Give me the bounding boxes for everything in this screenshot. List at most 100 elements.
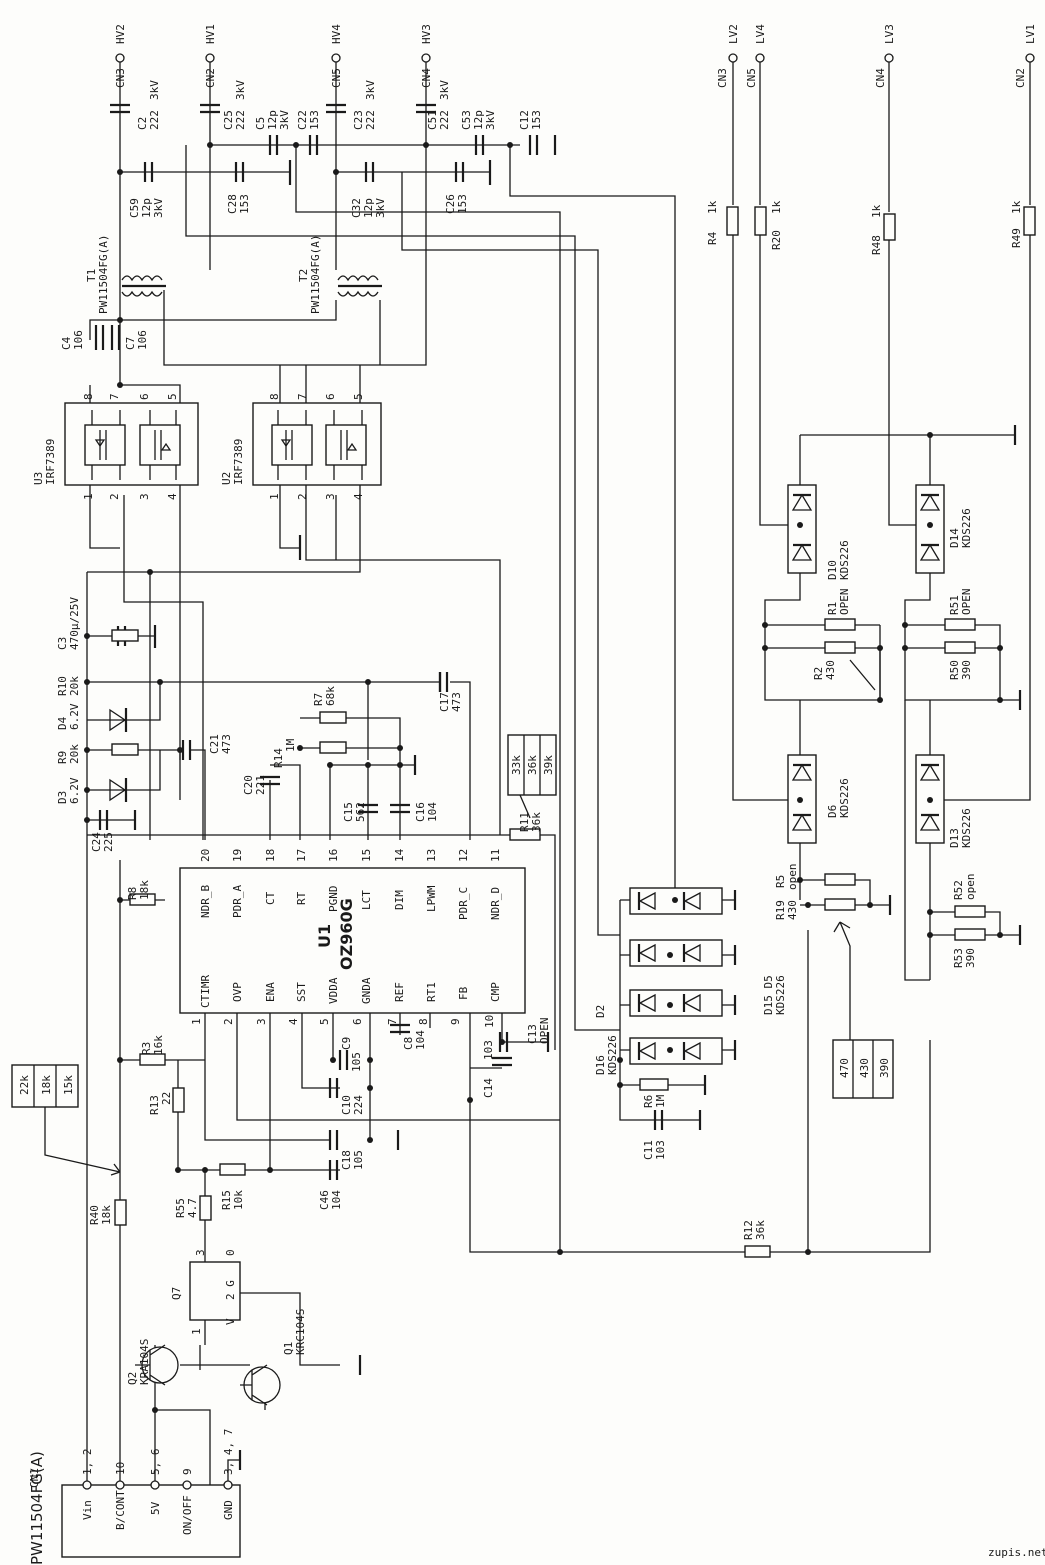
- cap-rating: 3kV: [364, 80, 377, 100]
- part-ref: D4: [56, 716, 69, 730]
- option-value: 33k: [510, 755, 523, 775]
- cap-value: 106: [136, 330, 149, 350]
- part-value: 10k: [232, 1190, 245, 1210]
- ic-pin-number: 11: [489, 849, 502, 862]
- cn1-pin-name: Vin: [81, 1500, 94, 1520]
- ic-pin-number: 16: [327, 849, 340, 862]
- part-ref: R10: [56, 676, 69, 696]
- cn1-pin-number: 10: [114, 1462, 127, 1475]
- cn1-pin-number: 1, 2: [81, 1449, 94, 1476]
- part-ref: C14: [482, 1078, 495, 1098]
- resistor-value: OPEN: [960, 589, 973, 616]
- connector-cn1-body: [61, 1484, 241, 1558]
- diode-ref: D13: [948, 828, 961, 848]
- lv-net-label: LV3: [883, 24, 896, 44]
- cap-ref: C7: [124, 337, 137, 350]
- cap-value: 12p: [362, 198, 375, 218]
- option-value: 18k: [40, 1075, 53, 1095]
- lv-net-label: LV1: [1024, 24, 1037, 44]
- mosfet-pin: 1: [268, 493, 281, 500]
- part-ref: C46: [318, 1190, 331, 1210]
- diode-ref: D15 D5: [762, 975, 775, 1015]
- diode-part: KDS226: [774, 975, 787, 1015]
- cap-ref: C5: [254, 117, 267, 130]
- mosfet-pin: 5: [166, 393, 179, 400]
- part-value: 103: [654, 1140, 667, 1160]
- ic-pin-number: 5: [318, 1018, 331, 1025]
- part-value: 36k: [754, 1220, 767, 1240]
- part-ref: R14: [272, 748, 285, 768]
- option-value: 430: [858, 1058, 871, 1078]
- resistor-ref: R20: [770, 230, 783, 250]
- part-value: 104: [426, 802, 439, 822]
- ic-pin-number: 17: [295, 849, 308, 862]
- mosfet-part: IRF7389: [232, 439, 245, 485]
- part-value: 224: [352, 1095, 365, 1115]
- part-value: 562: [354, 802, 367, 822]
- ic-pin-name: REF: [393, 982, 406, 1002]
- mosfet-u2: [252, 402, 382, 486]
- mosfet-ref: U2: [220, 472, 233, 485]
- cap-value: 153: [238, 194, 251, 214]
- ic-u1-labels: U1 OZ960G 20 NDR_B 19 PDR_A 18 CT 17 RT …: [190, 848, 502, 1028]
- diode-ref: D10: [826, 560, 839, 580]
- ic-pin-name: RT: [295, 891, 308, 905]
- mosfet-pin: 6: [138, 393, 151, 400]
- resistor-value: OPEN: [838, 589, 851, 616]
- transformer-t2: [337, 275, 382, 297]
- diode-ref: D2: [594, 1005, 607, 1018]
- part-value: 1M: [284, 738, 297, 752]
- cap-value: 106: [72, 330, 85, 350]
- option-value: 22k: [18, 1075, 31, 1095]
- mosfet-pin: 7: [296, 393, 309, 400]
- ic-pin-name: LCT: [360, 890, 373, 910]
- cap-value: 222: [148, 110, 161, 130]
- transformer-t1: [121, 275, 166, 297]
- part-value: 105: [352, 1150, 365, 1170]
- part-ref: R3: [140, 1042, 153, 1055]
- cap-rating: 3kV: [438, 80, 451, 100]
- resistor-value: 430: [824, 660, 837, 680]
- cap-ref: C25: [222, 110, 235, 130]
- ic-pin-name: PGND: [327, 886, 340, 913]
- part-ref: C10: [340, 1095, 353, 1115]
- diode-ref: D14: [948, 528, 961, 548]
- ic-pin-name: CTIMR: [199, 975, 212, 1008]
- option-value: 470: [838, 1058, 851, 1078]
- diode-array: [629, 887, 723, 1065]
- ic-pin-name: OVP: [231, 982, 244, 1002]
- top-capacitor-labels: C2 222 3kV C25 222 3kV C5 12p 3kV C22 15…: [128, 80, 543, 218]
- terminal-rings: [82, 53, 1035, 1490]
- resistor-ref: R4: [706, 231, 719, 245]
- capacitor-plates: [94, 103, 664, 1180]
- part-ref: R8: [126, 887, 139, 900]
- ic-pin-number: 7: [386, 1018, 399, 1025]
- mosfet-labels: U3 IRF7389 U2 IRF7389 8 7 6 5 1 2 3 4 8 …: [32, 393, 365, 500]
- resistor-ref: R48: [870, 235, 883, 255]
- ic-pin-name: ENA: [264, 982, 277, 1002]
- cap-value: 222: [364, 110, 377, 130]
- q7-pin: 3: [194, 1249, 207, 1256]
- cn1-pin-name: B/CONT: [114, 1490, 127, 1530]
- resistor-ref: R19: [774, 900, 787, 920]
- dual-diode-packages: [787, 484, 945, 844]
- part-ref: R6: [642, 1095, 655, 1108]
- hv-pin-label: CN3: [114, 68, 127, 88]
- resistor-ref: R5: [774, 875, 787, 888]
- cn1-ref: CN1: [28, 1468, 41, 1488]
- part-ref: C20: [242, 775, 255, 795]
- hv-net-label: HV1: [204, 24, 217, 44]
- part-ref: C24: [90, 832, 103, 852]
- part-value: OPEN: [538, 1018, 551, 1045]
- ic-pin-name: LPWM: [425, 885, 438, 912]
- part-ref: D3: [56, 791, 69, 804]
- ic-pin-number: 13: [425, 849, 438, 862]
- cap-ref: C4: [60, 336, 73, 350]
- hv-net-label: HV4: [330, 24, 343, 44]
- top-connector-labels: HV2 CN3 HV1 CN2 HV4 CN5 HV3 CN4 LV2 CN3 …: [114, 24, 1037, 88]
- part-ref: R15: [220, 1190, 233, 1210]
- transistor-part: KRC104S: [294, 1309, 307, 1355]
- hv-pin-label: CN4: [420, 68, 433, 88]
- part-ref: C9: [340, 1037, 353, 1050]
